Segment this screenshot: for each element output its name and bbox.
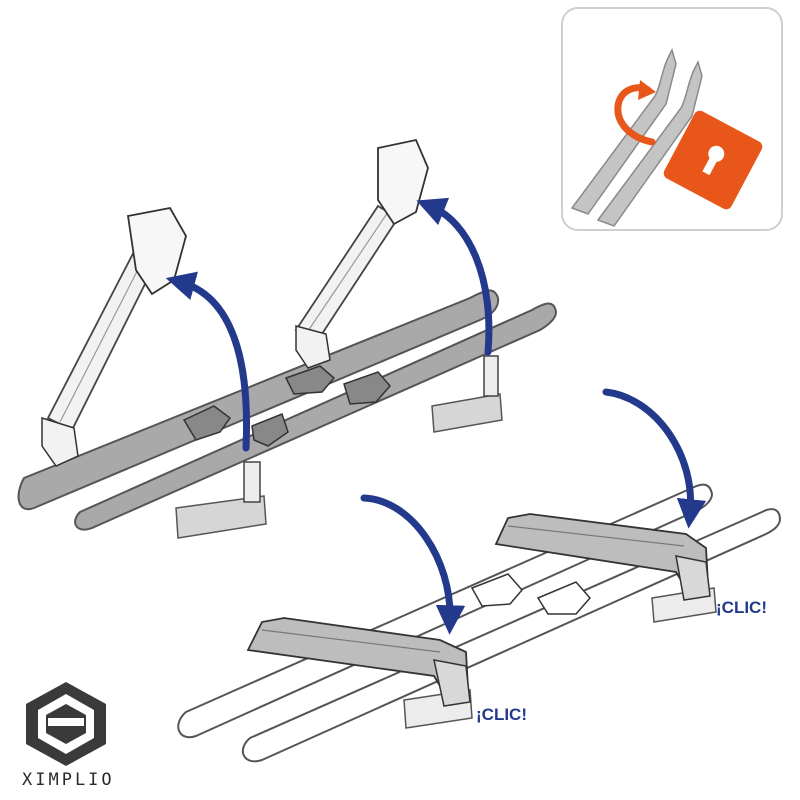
ski-binding-front-right xyxy=(284,365,336,395)
ski-binding-back-right xyxy=(343,371,391,405)
press-arrow-left xyxy=(360,494,466,635)
upper-ski-scene xyxy=(17,138,558,539)
rack-bar-closed-left xyxy=(246,617,471,707)
rack-bar-closed-right xyxy=(494,513,711,601)
lift-arrow-right xyxy=(416,197,493,356)
rack-arm-raised-right xyxy=(294,138,429,369)
lock-inset-panel xyxy=(561,7,783,231)
click-label-left: ¡CLIC! xyxy=(476,705,527,724)
padlock-on-skis-icon xyxy=(570,47,763,227)
rack-base-left xyxy=(175,495,267,539)
lower-ski-scene: ¡CLIC! ¡CLIC! xyxy=(177,388,782,763)
ski-binding-back-left xyxy=(251,413,289,447)
ski-upper-2 xyxy=(74,302,558,531)
ski-binding-lower-back xyxy=(536,581,591,615)
rack-post-right xyxy=(483,355,499,397)
rack-post-left xyxy=(243,461,261,503)
ximplio-logo-icon xyxy=(26,682,106,766)
ski-lower-2 xyxy=(241,508,782,763)
click-label-right: ¡CLIC! xyxy=(716,598,767,617)
ski-binding-lower-front xyxy=(470,573,523,607)
rack-base-right xyxy=(431,393,503,433)
ski-binding-front-left xyxy=(182,405,232,441)
brand-name: XIMPLIO xyxy=(22,770,115,790)
lift-arrow-left xyxy=(165,271,251,452)
press-arrow-right xyxy=(602,388,707,529)
